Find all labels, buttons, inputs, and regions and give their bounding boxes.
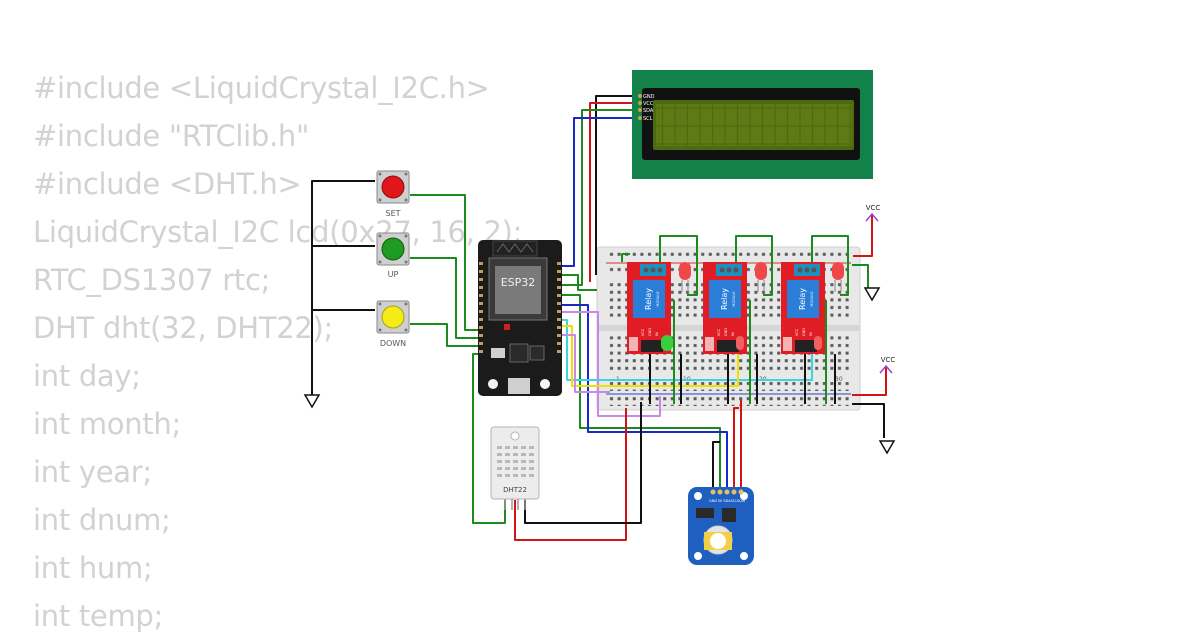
button-label-set: SET <box>385 209 400 218</box>
esp32-board[interactable]: ESP32 <box>478 240 562 396</box>
relay-3-sublabel: MODULE <box>810 291 814 306</box>
vcc-flag-1: VCC <box>865 204 881 222</box>
lcd-pin-vcc: VCC <box>643 101 654 107</box>
led-red-small-2 <box>814 336 822 350</box>
rtc-pin-sqw: SQW <box>737 499 746 503</box>
lcd-display[interactable]: GND VCC SDA SCL <box>632 70 873 179</box>
led-red-small-1 <box>736 336 744 350</box>
vcc-label-2: VCC <box>881 356 896 364</box>
button-up[interactable]: UP <box>376 232 410 279</box>
relay-3-pin-gnd: GND <box>802 328 806 336</box>
code-line: int year; <box>33 455 152 489</box>
lcd-pin-gnd: GND <box>643 94 655 100</box>
esp32-label: ESP32 <box>501 276 536 289</box>
code-line: int temp; <box>33 599 163 633</box>
lcd-pin-sda: SDA <box>643 108 654 114</box>
rtc-pin-5v: 5V <box>718 499 723 503</box>
relay-1-pin-gnd: GND <box>648 328 652 336</box>
relay-2-sublabel: MODULE <box>732 291 736 306</box>
code-line: DHT dht(32, DHT22); <box>33 311 334 345</box>
code-line: #include "RTClib.h" <box>33 119 309 153</box>
relay-2-pin-vcc: VCC <box>717 328 721 336</box>
relay-2-pin-in: IN <box>731 332 735 336</box>
rtc-pin-sda: SDA <box>723 499 731 503</box>
relay-1-pin-vcc: VCC <box>641 328 645 336</box>
relay-3-pin-vcc: VCC <box>795 328 799 336</box>
relay-1-label: Relay <box>644 288 653 310</box>
led-red-1 <box>679 262 691 292</box>
relay-3-label: Relay <box>798 288 807 310</box>
button-down[interactable]: DOWN <box>376 300 410 348</box>
code-line: #include <LiquidCrystal_I2C.h> <box>33 71 490 105</box>
code-listing: #include <LiquidCrystal_I2C.h> #include "… <box>33 64 522 640</box>
dht22-label: DHT22 <box>503 486 527 494</box>
code-line: int day; <box>33 359 141 393</box>
code-line: int hum; <box>33 551 153 585</box>
code-line: int dnum; <box>33 503 171 537</box>
code-line: RTC_DS1307 rtc; <box>33 263 271 297</box>
ground-symbol-1 <box>303 394 321 409</box>
relay-1-sublabel: MODULE <box>656 291 660 306</box>
button-label-up: UP <box>388 270 399 279</box>
rtc-module[interactable]: GND 5V SDA SCL SQW <box>688 487 754 565</box>
relay-2-pin-gnd: GND <box>724 328 728 336</box>
lcd-pin-scl: SCL <box>643 116 653 122</box>
relay-2-label: Relay <box>720 288 729 310</box>
code-line: int month; <box>33 407 181 441</box>
rtc-pin-scl: SCL <box>731 499 738 503</box>
relay-module-2[interactable]: Relay MODULE VCC GND IN <box>703 262 747 354</box>
relay-1-pin-in: IN <box>655 332 659 336</box>
rtc-pin-gnd: GND <box>709 499 717 503</box>
wires <box>311 95 887 541</box>
vcc-flag-2: VCC <box>879 356 896 374</box>
button-label-down: DOWN <box>380 339 406 348</box>
led-red-2 <box>755 262 767 292</box>
button-set[interactable]: SET <box>376 170 410 218</box>
vcc-label-1: VCC <box>866 204 881 212</box>
code-line: #include <DHT.h> <box>33 167 302 201</box>
led-red-3 <box>832 262 844 292</box>
dht22-sensor[interactable]: DHT22 <box>490 426 540 510</box>
ground-symbol-3 <box>878 440 896 455</box>
row-number-30: 30 <box>835 376 843 383</box>
ground-symbol-2 <box>863 287 881 302</box>
relay-3-pin-in: IN <box>809 332 813 336</box>
led-green <box>661 335 673 351</box>
